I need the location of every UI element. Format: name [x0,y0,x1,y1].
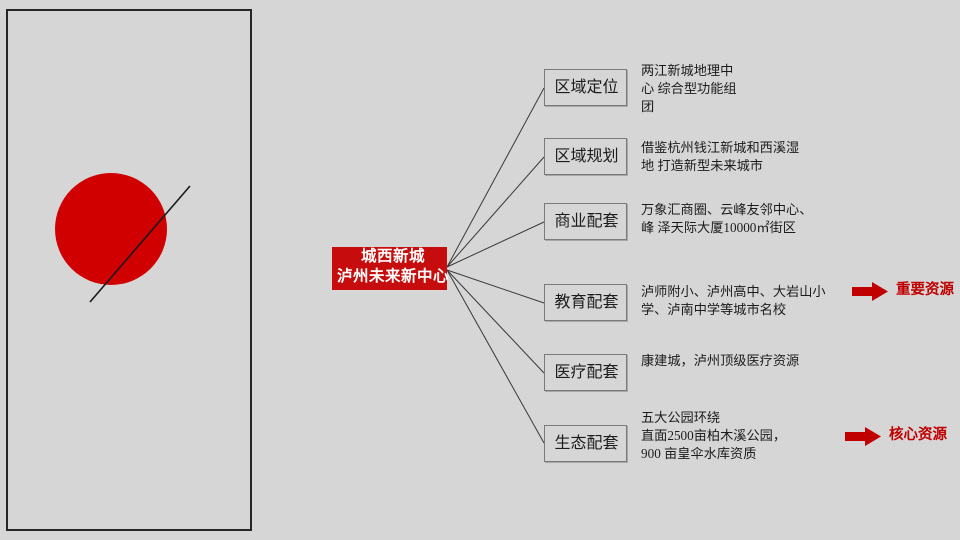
connector-line [446,156,545,268]
diagonal-line-shape [89,185,191,303]
connector-line [446,269,545,444]
node-description-ecological: 五大公园环绕 直面2500亩柏木溪公园， 900 亩皇伞水库资质 [641,410,787,461]
node-description-education: 泸师附小、泸州高中、大岩山小 学、泸南中学等城市名校 [641,284,826,317]
node-box-commercial[interactable]: 商业配套 [544,203,627,240]
right-arrow-icon [845,427,881,446]
node-box-medical[interactable]: 医疗配套 [544,354,627,391]
node-box-ecological[interactable]: 生态配套 [544,425,627,462]
node-description-medical: 康建城，泸州顶级医疗资源 [641,353,800,368]
node-label: 商业配套 [554,213,619,230]
node-description-commercial: 万象汇商圈、云峰友邻中心、 峰 泽天际大厦10000㎡街区 [641,202,813,235]
callout-label: 核心资源 [889,427,947,443]
node-box-education[interactable]: 教育配套 [544,284,627,321]
node-box-area-planning[interactable]: 区域规划 [544,138,627,175]
node-description-area-planning: 借鉴杭州钱江新城和西溪湿 地 打造新型未来城市 [641,140,800,173]
node-description-area-positioning: 两江新城地理中 心 综合型功能组 团 [641,63,737,114]
red-circle-shape [55,173,167,285]
connector-line [446,269,545,304]
connector-line [446,87,545,268]
callout-label: 重要资源 [896,282,954,298]
node-label: 医疗配套 [554,364,619,381]
right-arrow-icon [852,282,888,301]
node-label: 区域定位 [554,79,619,96]
connector-line [446,269,545,374]
center-hub-box [332,247,447,290]
node-box-area-positioning[interactable]: 区域定位 [544,69,627,106]
node-label: 教育配套 [554,294,619,311]
decorative-panel [6,9,252,531]
node-label: 生态配套 [554,435,619,452]
node-label: 区域规划 [554,148,619,165]
decorative-artwork [55,173,191,303]
connector-line [446,221,545,268]
